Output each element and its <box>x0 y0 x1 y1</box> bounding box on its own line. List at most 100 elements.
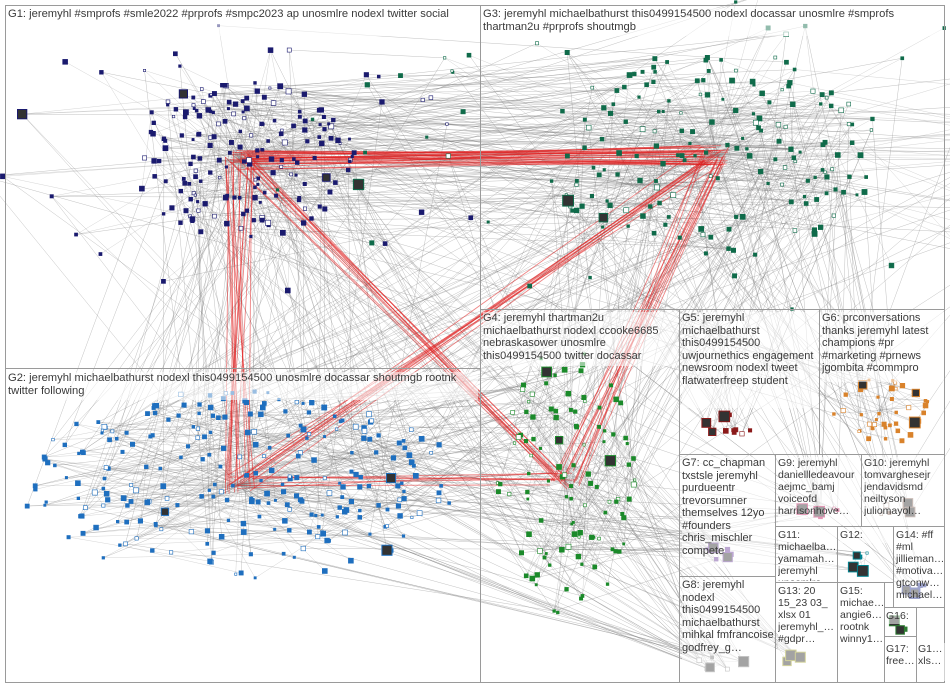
graph-node <box>197 132 201 136</box>
graph-node <box>239 226 243 230</box>
graph-node <box>702 78 706 82</box>
graph-node <box>100 70 104 74</box>
graph-node <box>336 516 339 519</box>
graph-node <box>322 569 327 574</box>
graph-node <box>153 174 157 178</box>
graph-node <box>343 530 348 535</box>
graph-node <box>825 175 830 180</box>
graph-node <box>525 410 529 414</box>
graph-node <box>641 214 646 219</box>
graph-node <box>437 443 442 448</box>
graph-node <box>511 410 515 414</box>
graph-node <box>569 484 572 487</box>
graph-node <box>364 73 369 78</box>
graph-node <box>317 108 321 112</box>
graph-node <box>571 209 574 212</box>
graph-node <box>301 427 306 432</box>
graph-node <box>176 503 179 506</box>
graph-node <box>907 406 911 410</box>
graph-node <box>380 100 385 105</box>
graph-node <box>284 410 288 414</box>
graph-node <box>262 455 265 458</box>
graph-node <box>217 158 221 162</box>
group-label-g13: G13: 20 15_23 03_ xlsx 01 jeremyhl_… #gd… <box>778 585 836 681</box>
graph-node <box>419 210 424 215</box>
graph-node <box>212 495 215 498</box>
graph-node <box>847 122 850 125</box>
graph-node <box>572 464 576 468</box>
graph-node <box>196 436 200 440</box>
graph-node <box>888 424 891 427</box>
graph-node <box>386 525 389 528</box>
graph-node <box>654 70 657 73</box>
graph-node <box>825 96 828 99</box>
graph-node <box>573 410 577 414</box>
graph-node <box>200 494 204 498</box>
graph-node <box>545 382 548 385</box>
graph-node <box>377 503 381 507</box>
graph-node <box>592 166 595 169</box>
graph-node <box>496 490 500 494</box>
graph-node <box>622 516 626 520</box>
graph-node <box>654 185 659 190</box>
graph-node-avatar <box>353 179 363 189</box>
graph-node <box>889 386 894 391</box>
graph-node <box>329 136 333 140</box>
graph-node <box>400 482 403 485</box>
edge <box>238 485 550 486</box>
graph-node <box>683 159 686 162</box>
graph-node <box>370 241 374 245</box>
graph-node <box>287 48 291 52</box>
graph-node <box>298 115 301 118</box>
graph-node <box>313 156 317 160</box>
graph-node <box>67 536 70 539</box>
group-label-g9: G9: jeremyhl daniellledeavour aejmc_bamj… <box>778 457 860 525</box>
graph-node <box>323 127 327 131</box>
graph-node <box>618 550 622 554</box>
graph-node <box>250 235 253 238</box>
graph-node <box>238 455 242 459</box>
graph-node <box>722 98 724 100</box>
graph-node <box>589 276 592 279</box>
graph-node <box>519 551 523 555</box>
graph-node <box>582 395 587 400</box>
graph-node <box>244 106 249 111</box>
graph-node <box>150 111 153 114</box>
graph-node <box>157 159 161 163</box>
graph-node <box>875 418 877 420</box>
graph-node <box>265 220 270 225</box>
graph-node <box>398 74 402 78</box>
graph-node <box>299 424 302 427</box>
graph-node <box>167 418 171 422</box>
group-label-g12: G12: <box>840 529 890 543</box>
graph-node <box>884 437 887 440</box>
group-label-g15: G15: michae… angie6… rootnk winny1… <box>840 585 883 681</box>
graph-node <box>653 130 656 133</box>
edge <box>715 60 721 155</box>
graph-node <box>298 498 303 503</box>
graph-node <box>244 475 247 478</box>
graph-node <box>806 179 810 183</box>
graph-node <box>531 415 536 420</box>
graph-node <box>730 78 735 83</box>
graph-node <box>194 175 198 179</box>
graph-node <box>648 205 652 209</box>
graph-node <box>189 162 193 166</box>
graph-node <box>627 497 631 501</box>
graph-node <box>111 430 114 433</box>
graph-node <box>307 432 310 435</box>
graph-node <box>335 428 338 431</box>
graph-node <box>530 576 535 581</box>
graph-node <box>734 215 738 219</box>
graph-node <box>652 80 656 84</box>
graph-node <box>831 168 834 171</box>
graph-node <box>227 100 231 104</box>
graph-node <box>336 138 341 143</box>
graph-node <box>130 442 134 446</box>
graph-node <box>293 556 295 558</box>
graph-node <box>262 401 266 405</box>
graph-node <box>249 499 254 504</box>
graph-node <box>923 403 928 408</box>
graph-node <box>781 183 784 186</box>
graph-node <box>142 156 146 160</box>
